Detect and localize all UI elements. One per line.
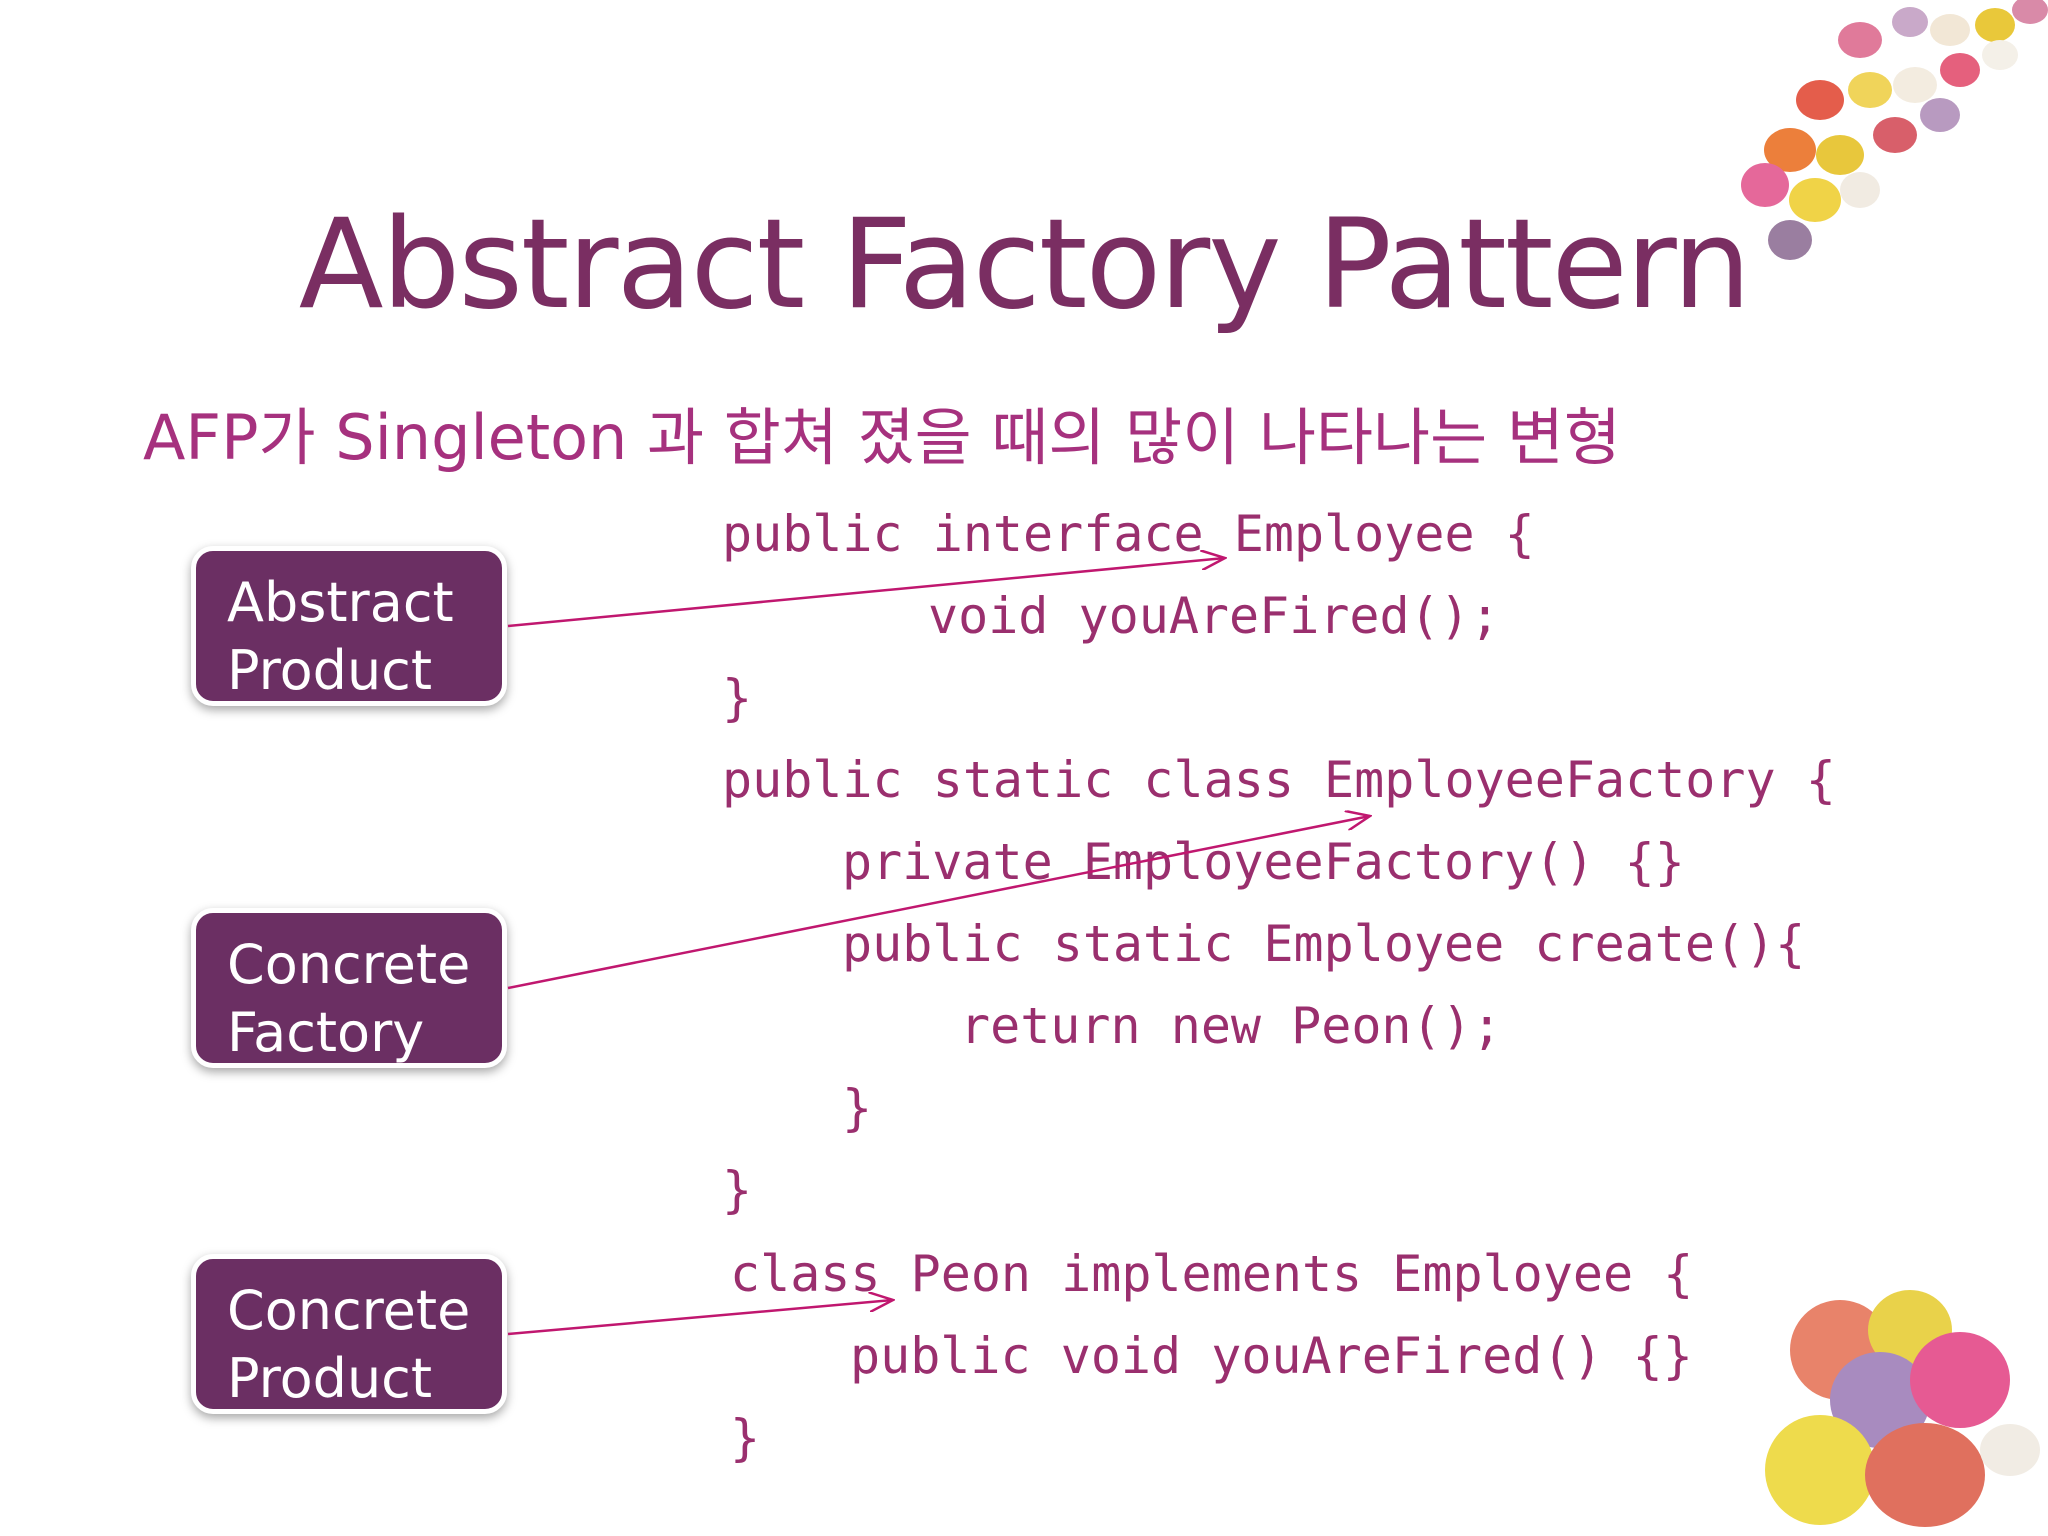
code-line: return new Peon();	[960, 997, 1502, 1055]
code-line: }	[722, 669, 753, 727]
code-line: private EmployeeFactory() {}	[842, 833, 1685, 891]
slide-subtitle: AFP가 Singleton 과 합쳐 졌을 때의 많이 나타나는 변형	[143, 401, 1621, 474]
arrow-concrete-product	[507, 1300, 893, 1336]
candy-eggs-bottom-right-image	[1765, 1290, 2040, 1527]
abstract-product-label: Abstract Product	[191, 546, 507, 706]
label-line: Concrete	[227, 1279, 471, 1342]
code-line: public static class EmployeeFactory {	[722, 751, 1836, 809]
label-line: Concrete	[227, 933, 471, 996]
code-line: }	[730, 1409, 761, 1467]
code-line: public interface Employee {	[722, 505, 1535, 563]
code-line: }	[842, 1079, 873, 1137]
concrete-product-label: Concrete Product	[191, 1254, 507, 1414]
code-line: public void youAreFired() {}	[850, 1327, 1693, 1385]
label-line: Factory	[227, 1001, 425, 1064]
slide-title: Abstract Factory Pattern	[298, 193, 1751, 337]
candy-eggs-top-right-image	[1741, 0, 2048, 260]
code-line: class Peon implements Employee {	[730, 1245, 1694, 1303]
label-line: Abstract	[227, 571, 454, 634]
code-line: void youAreFired();	[928, 587, 1500, 645]
concrete-factory-label: Concrete Factory	[191, 908, 507, 1068]
label-line: Product	[227, 1347, 433, 1410]
code-line: public static Employee create(){	[842, 915, 1806, 973]
code-line: }	[722, 1161, 753, 1219]
label-line: Product	[227, 639, 433, 702]
